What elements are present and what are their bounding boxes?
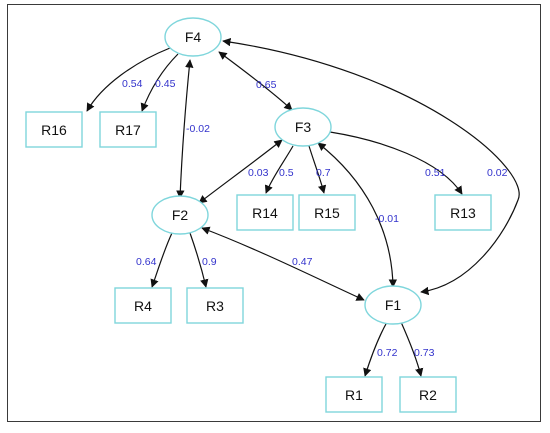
node-label: R4 (134, 298, 152, 314)
edge-f4-f1 (222, 37, 520, 296)
node-label: R16 (41, 122, 67, 138)
node-label: R13 (450, 205, 476, 221)
nodes-layer: F4 F3 F2 F1 R16 R17 R14 R15 (25, 17, 492, 413)
edge-label-f4-f1: 0.02 (487, 167, 508, 179)
edge-label-f4-r16: 0.54 (122, 78, 143, 90)
node-f1[interactable]: F1 (364, 285, 422, 325)
edge-label-f1-r1: 0.72 (377, 347, 398, 359)
edge-label-f2-f1: 0.47 (292, 256, 313, 268)
node-f3[interactable]: F3 (274, 107, 332, 147)
edge-f1-r1 (363, 321, 388, 377)
edge-f2-r4 (150, 232, 173, 288)
node-r13[interactable]: R13 (434, 194, 492, 231)
edge-f3-r14 (264, 145, 294, 194)
node-label: F1 (385, 297, 402, 313)
edge-label-f1-r2: 0.73 (414, 347, 435, 359)
edge-f3-f2 (198, 139, 283, 204)
edges-layer (86, 37, 520, 377)
edge-f4-r16 (86, 47, 171, 112)
node-r17[interactable]: R17 (99, 111, 157, 148)
edge-f3-f1 (317, 142, 398, 288)
edge-label-f3-r15: 0.7 (316, 167, 331, 179)
node-label: R1 (345, 387, 363, 403)
node-r15[interactable]: R15 (298, 194, 356, 231)
node-f4[interactable]: F4 (164, 17, 222, 57)
node-label: R15 (314, 205, 340, 221)
edge-label-f2-r3: 0.9 (202, 256, 217, 268)
edge-label-f3-r14: 0.5 (279, 167, 294, 179)
edge-label-f4-f2: -0.02 (186, 123, 210, 135)
edge-label-f3-r13: 0.51 (425, 167, 446, 179)
edge-label-f4-r17: 0.45 (155, 78, 176, 90)
edge-f4-f2 (176, 59, 194, 199)
node-r1[interactable]: R1 (325, 376, 383, 413)
node-label: R14 (252, 205, 278, 221)
edge-f3-r13 (329, 131, 463, 195)
node-r16[interactable]: R16 (25, 111, 83, 148)
edge-f1-r2 (400, 321, 424, 377)
edge-f2-f1 (201, 226, 365, 301)
edge-labels-layer: 0.54 0.45 0.65 -0.02 0.02 0.03 0.5 0.7 0… (122, 78, 508, 359)
edge-label-f4-f3: 0.65 (256, 79, 277, 91)
edge-label-f3-f1: -0.01 (375, 213, 399, 225)
node-label: R2 (419, 387, 437, 403)
node-label: F3 (295, 119, 312, 135)
node-label: R3 (206, 298, 224, 314)
node-label: F4 (185, 29, 202, 45)
node-r14[interactable]: R14 (236, 194, 294, 231)
edge-label-f2-r4: 0.64 (136, 256, 157, 268)
node-r2[interactable]: R2 (399, 376, 457, 413)
edge-label-f3-f2: 0.03 (248, 167, 269, 179)
node-r4[interactable]: R4 (114, 287, 172, 324)
node-label: F2 (172, 207, 189, 223)
node-f2[interactable]: F2 (151, 195, 209, 235)
node-r3[interactable]: R3 (186, 287, 244, 324)
node-label: R17 (115, 122, 141, 138)
edge-f4-r17 (140, 53, 179, 112)
